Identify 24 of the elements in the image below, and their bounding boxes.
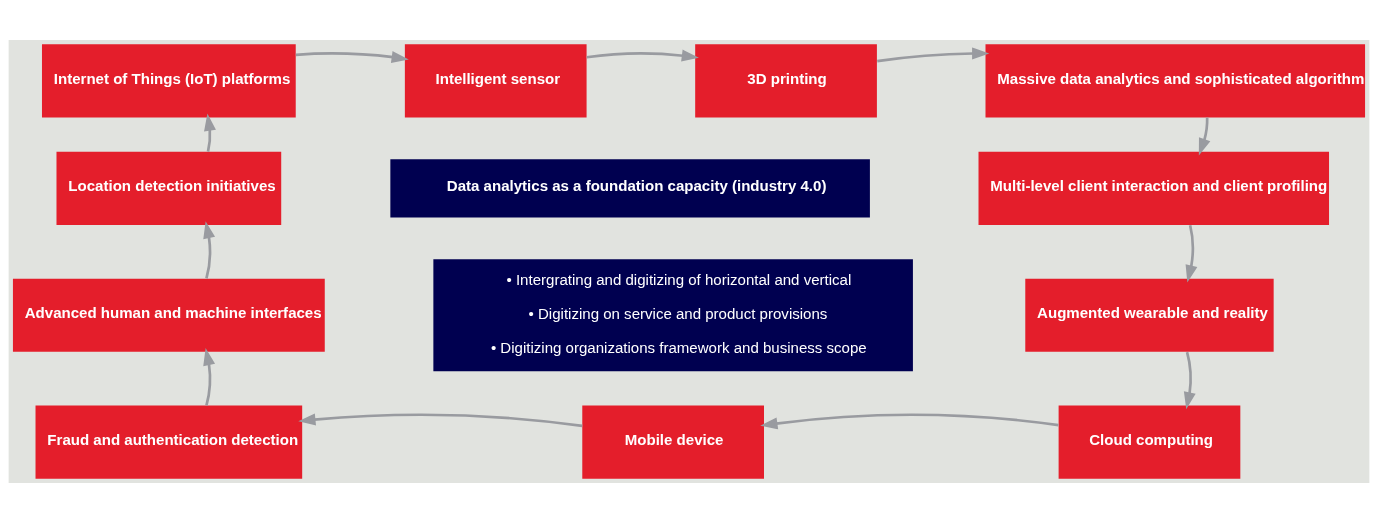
node-box: Intelligent sensor	[404, 44, 587, 118]
arrow	[760, 413, 1059, 430]
node-box: Fraud and authentication detection	[35, 405, 303, 479]
node-box: Advanced human and machine interfaces	[12, 278, 325, 352]
arrow	[1183, 351, 1196, 410]
arrow	[877, 47, 990, 63]
node-box: • Intergrating and digitizing of horizontal and vertical • Digitizing on service and product provisions • Digitizing organizations framework and business scope	[433, 259, 913, 372]
arrow	[298, 413, 583, 428]
arrow	[1185, 224, 1198, 283]
node-box: Multi-level client interaction and client profiling	[978, 151, 1330, 225]
node-box: Location detection initiatives	[56, 151, 282, 225]
arrow	[586, 49, 699, 62]
node-box: Internet of Things (IoT) platforms	[41, 44, 296, 118]
arrow	[203, 348, 216, 406]
node-box: Augmented wearable and reality	[1025, 278, 1274, 352]
node-box: Data analytics as a foundation capacity (industry 4.0)	[390, 159, 870, 218]
arrow	[204, 113, 216, 152]
node-box: 3D printing	[695, 44, 877, 118]
arrow	[203, 221, 216, 279]
arrow	[1198, 117, 1211, 156]
node-box: Massive data analytics and sophisticated algorithm	[985, 44, 1366, 118]
node-box: Cloud computing	[1058, 405, 1241, 479]
node-box: Mobile device	[582, 405, 764, 479]
arrow	[295, 51, 409, 64]
